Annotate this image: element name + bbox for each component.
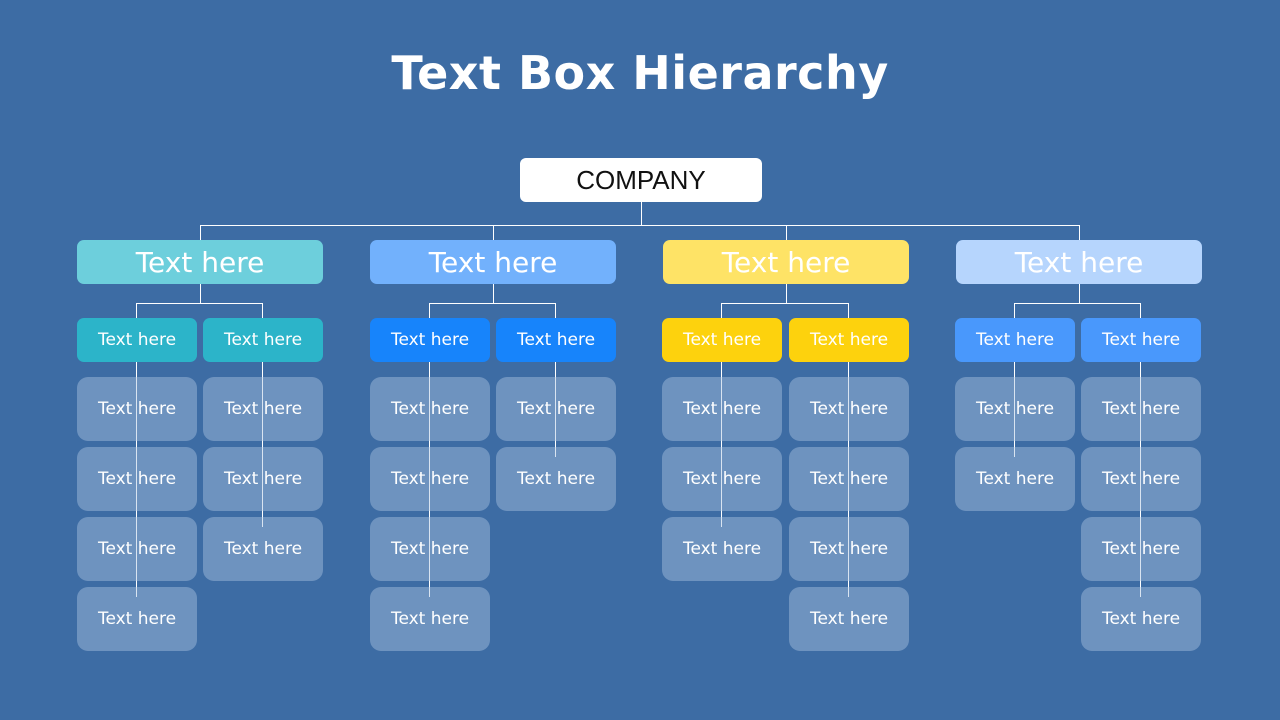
connector-group-drop — [262, 303, 263, 318]
connector-leaf-spine — [429, 362, 430, 597]
item-box[interactable]: Text here — [955, 447, 1075, 511]
item-box[interactable]: Text here — [662, 447, 782, 511]
connector-leaf-spine — [136, 362, 137, 597]
connector-group-drop — [721, 303, 722, 318]
item-box[interactable]: Text here — [77, 587, 197, 651]
connector-dept-drop — [493, 225, 494, 240]
item-box[interactable]: Text here — [77, 447, 197, 511]
item-box[interactable]: Text here — [789, 517, 909, 581]
connector-group-drop — [1014, 303, 1015, 318]
connector-group-drop — [429, 303, 430, 318]
item-box[interactable]: Text here — [496, 447, 616, 511]
page-title: Text Box Hierarchy — [391, 46, 889, 100]
connector-dept-stem — [786, 284, 787, 303]
item-box[interactable]: Text here — [370, 517, 490, 581]
connector-leaf-spine — [848, 362, 849, 597]
item-box[interactable]: Text here — [203, 377, 323, 441]
connector-dept-stem — [200, 284, 201, 303]
group-box[interactable]: Text here — [370, 318, 490, 362]
connector-group-drop — [848, 303, 849, 318]
item-box[interactable]: Text here — [789, 587, 909, 651]
group-box[interactable]: Text here — [662, 318, 782, 362]
group-box[interactable]: Text here — [496, 318, 616, 362]
item-box[interactable]: Text here — [1081, 447, 1201, 511]
connector-group-drop — [555, 303, 556, 318]
item-box[interactable]: Text here — [77, 377, 197, 441]
item-box[interactable]: Text here — [203, 447, 323, 511]
connector-dept-drop — [1079, 225, 1080, 240]
item-box[interactable]: Text here — [662, 377, 782, 441]
connector-leaf-spine — [555, 362, 556, 457]
connector-dept-stem — [493, 284, 494, 303]
department-box[interactable]: Text here — [77, 240, 323, 284]
group-box[interactable]: Text here — [789, 318, 909, 362]
connector-leaf-spine — [262, 362, 263, 527]
item-box[interactable]: Text here — [370, 447, 490, 511]
item-box[interactable]: Text here — [1081, 587, 1201, 651]
item-box[interactable]: Text here — [789, 447, 909, 511]
connector-group-horizontal — [136, 303, 263, 304]
item-box[interactable]: Text here — [496, 377, 616, 441]
connector-group-horizontal — [721, 303, 849, 304]
item-box[interactable]: Text here — [77, 517, 197, 581]
item-box[interactable]: Text here — [955, 377, 1075, 441]
company-box[interactable]: COMPANY — [520, 158, 762, 202]
department-box[interactable]: Text here — [370, 240, 616, 284]
connector-leaf-spine — [721, 362, 722, 527]
connector-group-drop — [136, 303, 137, 318]
connector-dept-drop — [200, 225, 201, 240]
item-box[interactable]: Text here — [662, 517, 782, 581]
connector-leaf-spine — [1014, 362, 1015, 457]
item-box[interactable]: Text here — [1081, 517, 1201, 581]
connector-root-horizontal — [200, 225, 1080, 226]
connector-group-drop — [1140, 303, 1141, 318]
group-box[interactable]: Text here — [203, 318, 323, 362]
connector-group-horizontal — [1014, 303, 1141, 304]
group-box[interactable]: Text here — [77, 318, 197, 362]
connector-dept-drop — [786, 225, 787, 240]
item-box[interactable]: Text here — [370, 377, 490, 441]
connector-dept-stem — [1079, 284, 1080, 303]
department-box[interactable]: Text here — [956, 240, 1202, 284]
item-box[interactable]: Text here — [789, 377, 909, 441]
connector-group-horizontal — [429, 303, 556, 304]
item-box[interactable]: Text here — [1081, 377, 1201, 441]
connector-leaf-spine — [1140, 362, 1141, 597]
group-box[interactable]: Text here — [955, 318, 1075, 362]
department-box[interactable]: Text here — [663, 240, 909, 284]
item-box[interactable]: Text here — [370, 587, 490, 651]
group-box[interactable]: Text here — [1081, 318, 1201, 362]
connector-root-vertical — [641, 202, 642, 225]
item-box[interactable]: Text here — [203, 517, 323, 581]
